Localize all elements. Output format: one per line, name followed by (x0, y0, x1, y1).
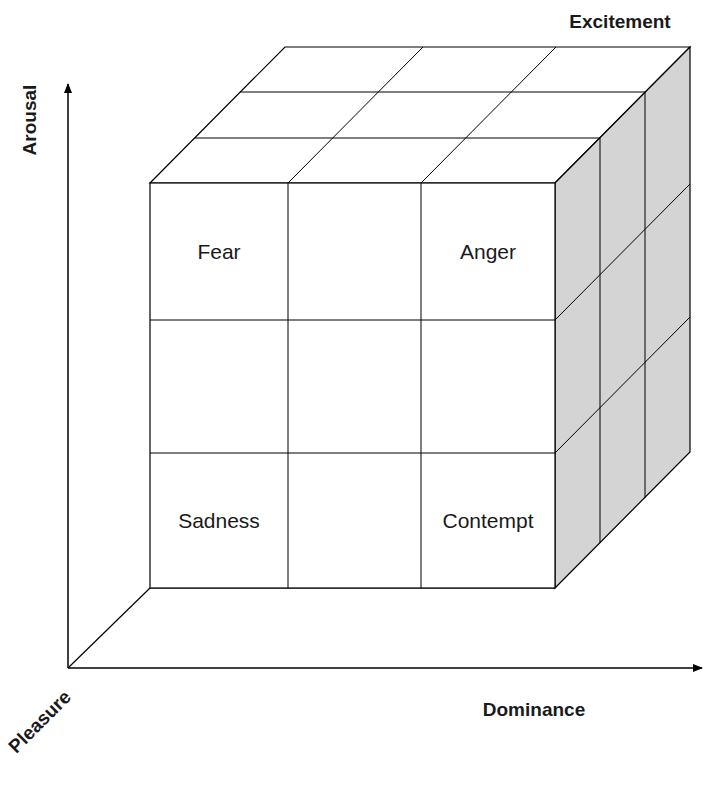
front-grid (150, 183, 555, 588)
front-face (150, 183, 555, 588)
arousal-axis (67, 84, 69, 668)
right-face (555, 47, 690, 588)
axis-label: Dominance (483, 699, 585, 721)
dominance-axis (68, 667, 702, 669)
right-grid (555, 92, 690, 543)
emotion-cell: Contempt (423, 455, 553, 586)
emotion-cell: Sadness (152, 455, 286, 586)
emotion-cell: Anger (423, 185, 553, 318)
axis-label: Arousal (19, 85, 41, 156)
emotion-label: Anger (460, 240, 516, 264)
axis-corner-label: Excitement (569, 11, 670, 33)
emotion-label: Fear (197, 240, 240, 264)
emotion-cell: Fear (152, 185, 286, 318)
axis-label: Pleasure (4, 686, 76, 758)
pleasure-axis (68, 588, 150, 668)
emotion-label: Sadness (178, 509, 260, 533)
emotion-label: Contempt (442, 509, 533, 533)
